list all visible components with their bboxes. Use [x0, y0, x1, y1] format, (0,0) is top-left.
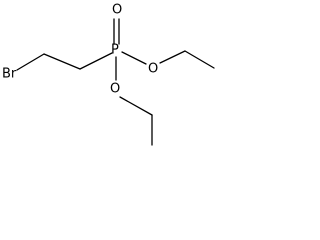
atom-label-o-top: O	[112, 3, 122, 18]
bond-o-ch2-right	[159, 50, 186, 64]
bond-p-o-right	[121, 51, 147, 65]
atom-label-p: P	[111, 43, 119, 58]
bond-o-ch2-lower	[119, 96, 153, 116]
atom-label-o-lower: O	[110, 82, 120, 97]
bond-ch2-ch3-right	[184, 50, 215, 69]
bond-c2-p	[79, 52, 113, 70]
bond-c1-c2	[43, 53, 81, 70]
bond-br-c1	[16, 53, 45, 71]
atom-label-br: Br	[2, 67, 17, 82]
structure-diagram: Br P O O O	[2, 3, 215, 146]
atom-label-o-right: O	[148, 62, 158, 77]
